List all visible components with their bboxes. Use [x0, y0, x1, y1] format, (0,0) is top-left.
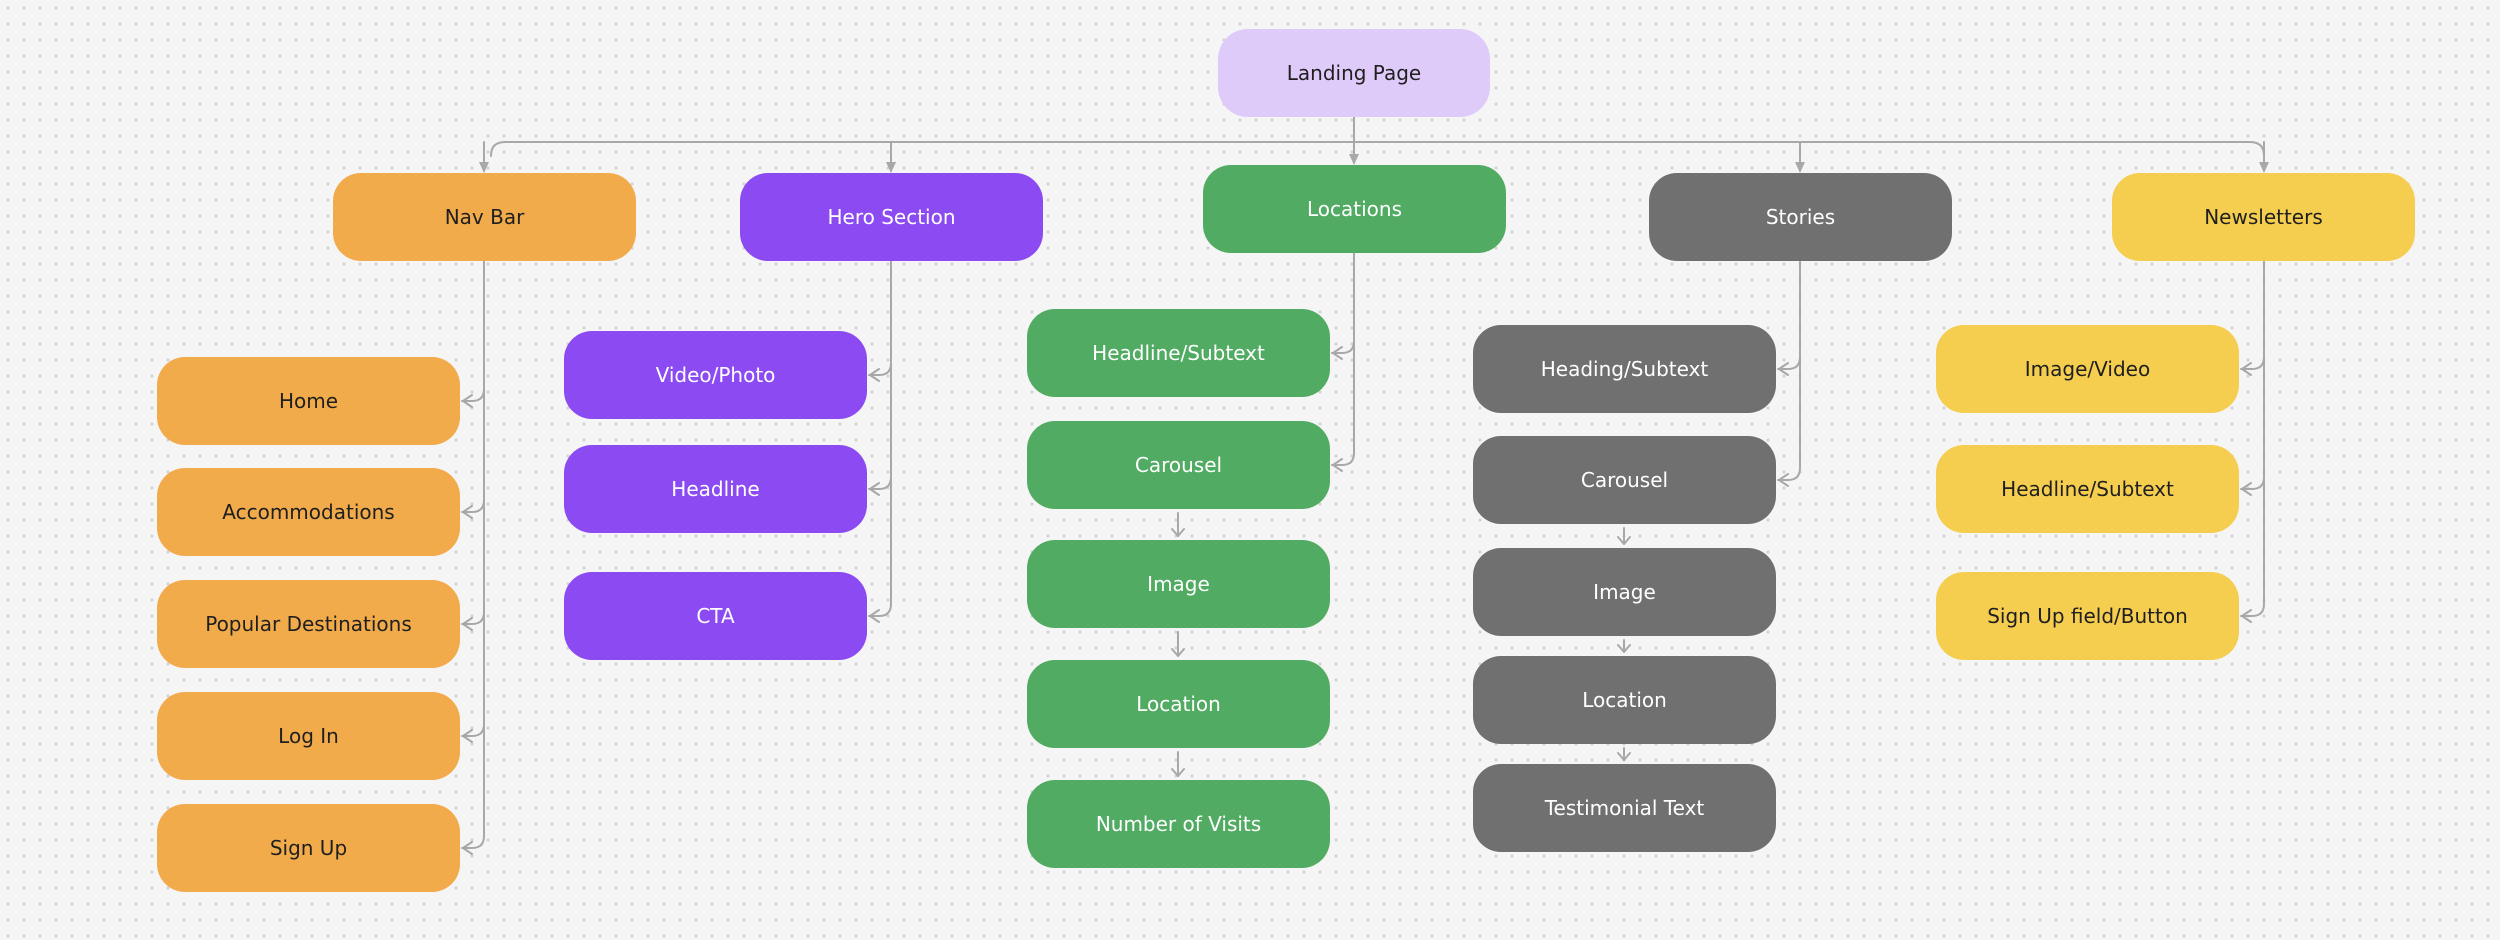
node-stories-heading-subtext[interactable]: Heading/Subtext — [1473, 325, 1776, 413]
nav-branch-2 — [461, 611, 485, 625]
node-image-video[interactable]: Image/Video — [1936, 325, 2239, 413]
newsletters-arrowhead-1 — [2241, 482, 2252, 496]
locations-spine — [1331, 252, 1355, 466]
node-locations[interactable]: Locations — [1203, 165, 1506, 253]
node-video-photo[interactable]: Video/Photo — [564, 331, 867, 419]
node-locations-headline-subtext[interactable]: Headline/Subtext — [1027, 309, 1330, 397]
node-newsletters-headline-subtext[interactable]: Headline/Subtext — [1936, 445, 2239, 533]
node-home[interactable]: Home — [157, 357, 460, 445]
node-landing-page[interactable]: Landing Page — [1218, 29, 1490, 117]
nav-arrowhead-2 — [462, 617, 473, 631]
nav-arrowhead-0 — [462, 394, 473, 408]
nav-spine — [461, 260, 485, 849]
node-stories[interactable]: Stories — [1649, 173, 1952, 261]
newsletters-branch-1 — [2240, 476, 2265, 490]
node-testimonial-text[interactable]: Testimonial Text — [1473, 764, 1776, 852]
node-hero-section[interactable]: Hero Section — [740, 173, 1043, 261]
hero-arrowhead-2 — [869, 609, 880, 623]
node-locations-location[interactable]: Location — [1027, 660, 1330, 748]
loc-seq-0-head — [1171, 528, 1185, 537]
hero-spine — [868, 260, 892, 617]
node-sign-up-field-button[interactable]: Sign Up field/Button — [1936, 572, 2239, 660]
story-seq-1-head — [1617, 644, 1631, 653]
node-locations-image[interactable]: Image — [1027, 540, 1330, 628]
hero-branch-0 — [868, 362, 892, 376]
newsletters-branch-0 — [2240, 356, 2265, 370]
node-cta[interactable]: CTA — [564, 572, 867, 660]
nav-branch-1 — [461, 499, 485, 513]
loc-seq-2-head — [1171, 768, 1185, 777]
node-sign-up[interactable]: Sign Up — [157, 804, 460, 892]
node-stories-image[interactable]: Image — [1473, 548, 1776, 636]
bus-arrow-2 — [1349, 154, 1359, 165]
node-newsletters[interactable]: Newsletters — [2112, 173, 2415, 261]
node-nav-bar[interactable]: Nav Bar — [333, 173, 636, 261]
node-popular-destinations[interactable]: Popular Destinations — [157, 580, 460, 668]
node-stories-carousel[interactable]: Carousel — [1473, 436, 1776, 524]
stories-branch-0 — [1777, 356, 1801, 370]
node-stories-location[interactable]: Location — [1473, 656, 1776, 744]
node-accommodations[interactable]: Accommodations — [157, 468, 460, 556]
newsletters-spine — [2240, 260, 2265, 617]
nav-arrowhead-1 — [462, 505, 473, 519]
newsletters-arrowhead-0 — [2241, 362, 2252, 376]
node-number-of-visits[interactable]: Number of Visits — [1027, 780, 1330, 868]
node-locations-carousel[interactable]: Carousel — [1027, 421, 1330, 509]
bus-arrow-0 — [479, 162, 489, 173]
node-log-in[interactable]: Log In — [157, 692, 460, 780]
nav-branch-0 — [461, 388, 485, 402]
hero-branch-1 — [868, 476, 892, 490]
locations-arrowhead-1 — [1332, 458, 1343, 472]
node-hero-headline[interactable]: Headline — [564, 445, 867, 533]
nav-arrowhead-4 — [462, 841, 473, 855]
stories-arrowhead-1 — [1778, 473, 1789, 487]
hero-arrowhead-1 — [869, 482, 880, 496]
bus-arrow-3 — [1795, 162, 1805, 173]
bus-line — [490, 141, 2265, 157]
nav-branch-3 — [461, 723, 485, 737]
story-seq-2-head — [1617, 752, 1631, 761]
hero-arrowhead-0 — [869, 368, 880, 382]
loc-seq-1-head — [1171, 648, 1185, 657]
bus-arrow-1 — [886, 162, 896, 173]
locations-arrowhead-0 — [1332, 346, 1343, 360]
newsletters-arrowhead-2 — [2241, 609, 2252, 623]
bus-arrow-4 — [2259, 162, 2269, 173]
story-seq-0-head — [1617, 536, 1631, 545]
stories-spine — [1777, 260, 1801, 481]
nav-arrowhead-3 — [462, 729, 473, 743]
stories-arrowhead-0 — [1778, 362, 1789, 376]
locations-branch-0 — [1331, 340, 1355, 354]
